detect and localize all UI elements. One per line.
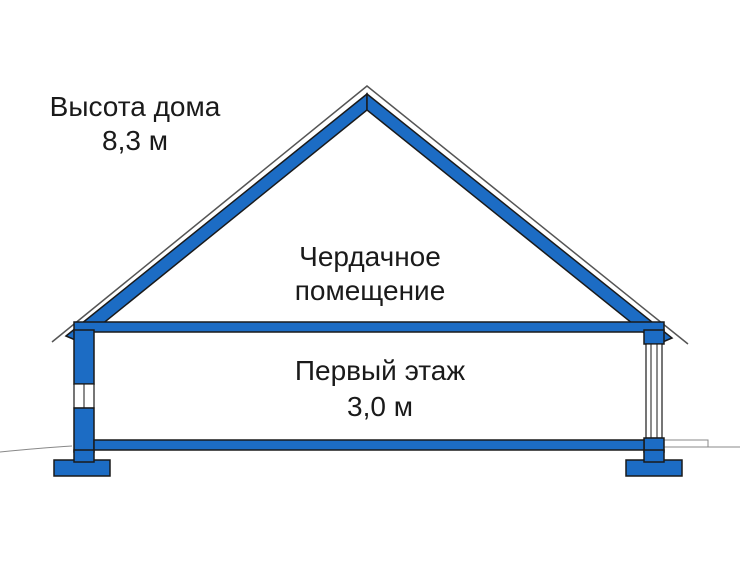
right-window: [645, 343, 663, 439]
floor-slab: [93, 439, 645, 451]
right-wall-top: [643, 329, 665, 345]
house-height-value: 8,3 м: [102, 125, 168, 156]
floor-name-label: Первый этаж: [294, 355, 466, 386]
right-foundation-post: [643, 449, 665, 463]
attic-label-line2: помещение: [294, 275, 446, 306]
house-height-title: Высота дома: [49, 91, 221, 122]
porch-step: [663, 439, 709, 448]
left-wall-lower: [73, 407, 95, 453]
left-wall-upper: [73, 329, 95, 385]
left-foundation-post: [73, 449, 95, 463]
roof-outer-line: [51, 85, 689, 345]
ceiling-slab: [73, 321, 665, 333]
ground-line: [0, 445, 73, 453]
floor-height-label: 3,0 м: [347, 391, 413, 422]
attic-label-line1: Чердачное: [299, 241, 441, 272]
